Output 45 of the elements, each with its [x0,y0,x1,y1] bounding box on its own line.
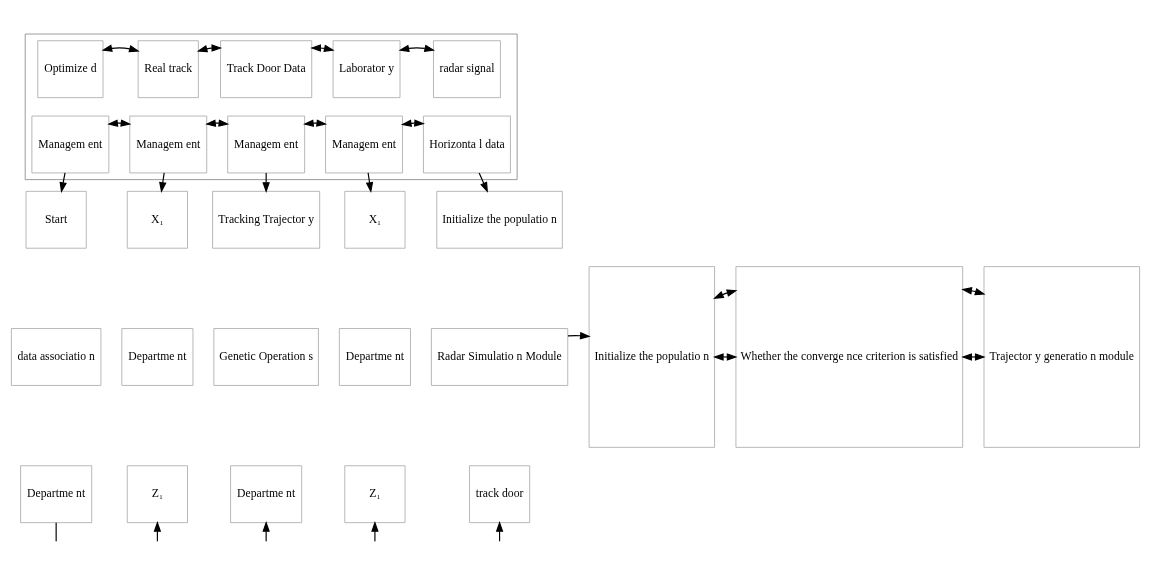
arrow [961,352,986,361]
node-box: Tracking Trajector y [212,190,321,249]
node-box: Whether the converge nce criterion is satisfied [735,265,964,448]
cluster [24,33,518,180]
node-box: X₁ [126,190,188,249]
node-box: Radar Simulatio n Module [430,327,569,386]
node-box: Z₁ [126,464,188,523]
arrow [205,118,230,127]
arrow [371,520,379,542]
node-box: Initialize the populatio n [436,190,563,249]
node-box: Genetic Operation s [213,327,319,386]
node-box: Managem ent [31,115,110,173]
node-box: Optimize d [37,39,104,98]
node-box: track door [469,464,531,523]
node-box: data associatio n [10,327,102,386]
arrow [478,171,488,193]
connector [55,521,57,542]
node-box: Horizonta l data [423,115,511,173]
node-box: Laborator y [332,39,401,98]
node-box: Managem ent [325,115,403,173]
node-box: Departme nt [121,327,194,386]
node-box: Track Door Data [220,39,313,98]
node-box: Trajector y generatio n module [983,265,1141,448]
arrow [59,171,67,193]
arrow [303,118,328,127]
arrow [712,352,738,361]
node-box: Start [25,190,87,249]
node-box: Managem ent [227,115,306,173]
arrow [101,44,140,52]
arrow [159,171,167,193]
node-box: Departme nt [338,327,411,386]
node-box: Initialize the populatio n [588,265,715,448]
arrow [365,171,374,193]
node-box: Z₁ [344,464,406,523]
node-box: Departme nt [230,464,303,523]
node-box: radar signal [433,39,501,98]
node-box: Departme nt [20,464,93,523]
arrow [107,118,132,127]
arrow [961,286,986,295]
node-box: Managem ent [129,115,208,173]
arrow [398,44,436,52]
arrow [262,171,270,193]
node-box: Real track [137,39,199,98]
arrow [262,520,270,542]
node-box: X₁ [344,190,406,249]
